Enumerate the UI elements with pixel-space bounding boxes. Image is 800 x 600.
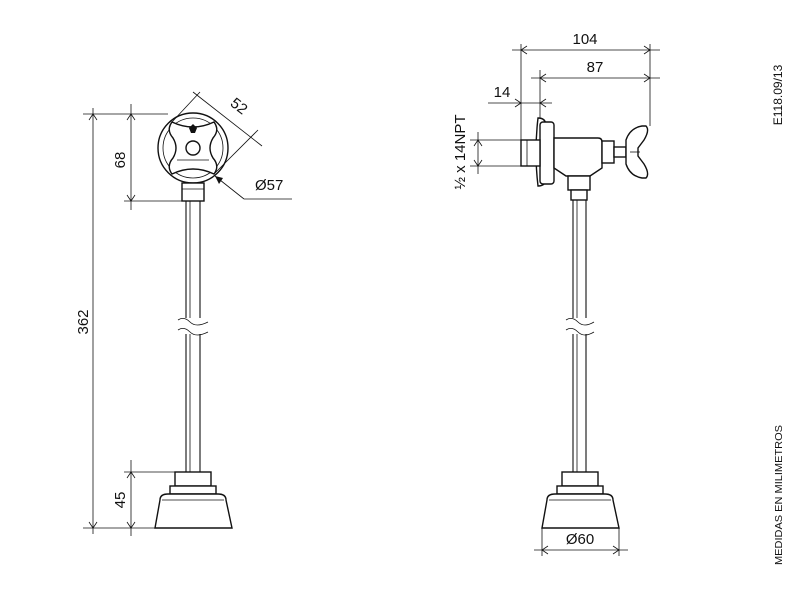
- hot-cold-mark-icon: [189, 124, 197, 133]
- dim-362-arrow-top: [88, 113, 98, 121]
- side-outlet-nut: [567, 175, 591, 191]
- side-break-upper: [565, 318, 595, 326]
- dim-362-arrow-bottom: [88, 521, 98, 529]
- dim-57-arrow: [215, 176, 223, 184]
- dim-14-arrow-right: [539, 98, 547, 108]
- side-view: 104 87 14 ½ x 14NPT Ø60: [452, 31, 660, 556]
- dim-thread-label: ½ x 14NPT: [452, 114, 469, 189]
- dim-45-arrow-top: [126, 471, 136, 479]
- dim-57-label: Ø57: [255, 177, 283, 194]
- side-flange-face: [539, 121, 555, 185]
- front-break-lower: [177, 328, 209, 336]
- handle-center: [185, 140, 201, 156]
- front-cover-inner: [162, 117, 224, 179]
- dim-52-line: [192, 91, 263, 147]
- dim-104-arrow-left: [520, 45, 528, 55]
- dim-87-label: 87: [587, 59, 604, 76]
- dim-60-label: Ø60: [566, 531, 594, 548]
- front-break-upper: [177, 318, 209, 326]
- front-base-nut: [174, 471, 212, 487]
- units-note: MEDIDAS EN MILIMETROS: [774, 425, 785, 565]
- side-base-body: [541, 493, 620, 529]
- front-view: 362 68 45 52 Ø57: [75, 91, 292, 536]
- side-inlet-thread: [520, 139, 541, 167]
- side-valve-body: [553, 137, 603, 177]
- dim-52-label: 52: [227, 95, 251, 119]
- side-base-nut: [561, 471, 599, 487]
- dim-362-label: 362: [75, 309, 92, 334]
- dim-87-arrow-right: [643, 73, 651, 83]
- side-valve-bonnet: [601, 140, 615, 164]
- side-valve-stem: [613, 146, 627, 158]
- dim-104-label: 104: [572, 31, 597, 48]
- dim-68-label: 68: [112, 152, 129, 169]
- dim-52-ext-a: [171, 91, 201, 123]
- front-base-collar: [169, 485, 217, 495]
- side-base-collar: [556, 485, 604, 495]
- side-break-lower: [565, 328, 595, 336]
- dim-45-label: 45: [112, 492, 129, 509]
- dim-14-arrow-left: [514, 98, 522, 108]
- dim-14-label: 14: [494, 84, 511, 101]
- dim-60-arrow-left: [541, 545, 549, 555]
- dim-68-arrow-bottom: [126, 194, 136, 202]
- dim-thread-arrow-top: [473, 139, 483, 147]
- front-base-body: [154, 493, 233, 529]
- dim-thread-arrow-bottom: [473, 159, 483, 167]
- dim-104-arrow-right: [643, 45, 651, 55]
- dim-60-arrow-right: [612, 545, 620, 555]
- dim-45-arrow-bottom: [126, 521, 136, 529]
- dim-87-arrow-left: [539, 73, 547, 83]
- front-neck: [181, 182, 205, 202]
- drawing-code: E118.09/13: [771, 64, 785, 125]
- dim-68-arrow-top: [126, 113, 136, 121]
- side-outlet-neck: [570, 189, 588, 201]
